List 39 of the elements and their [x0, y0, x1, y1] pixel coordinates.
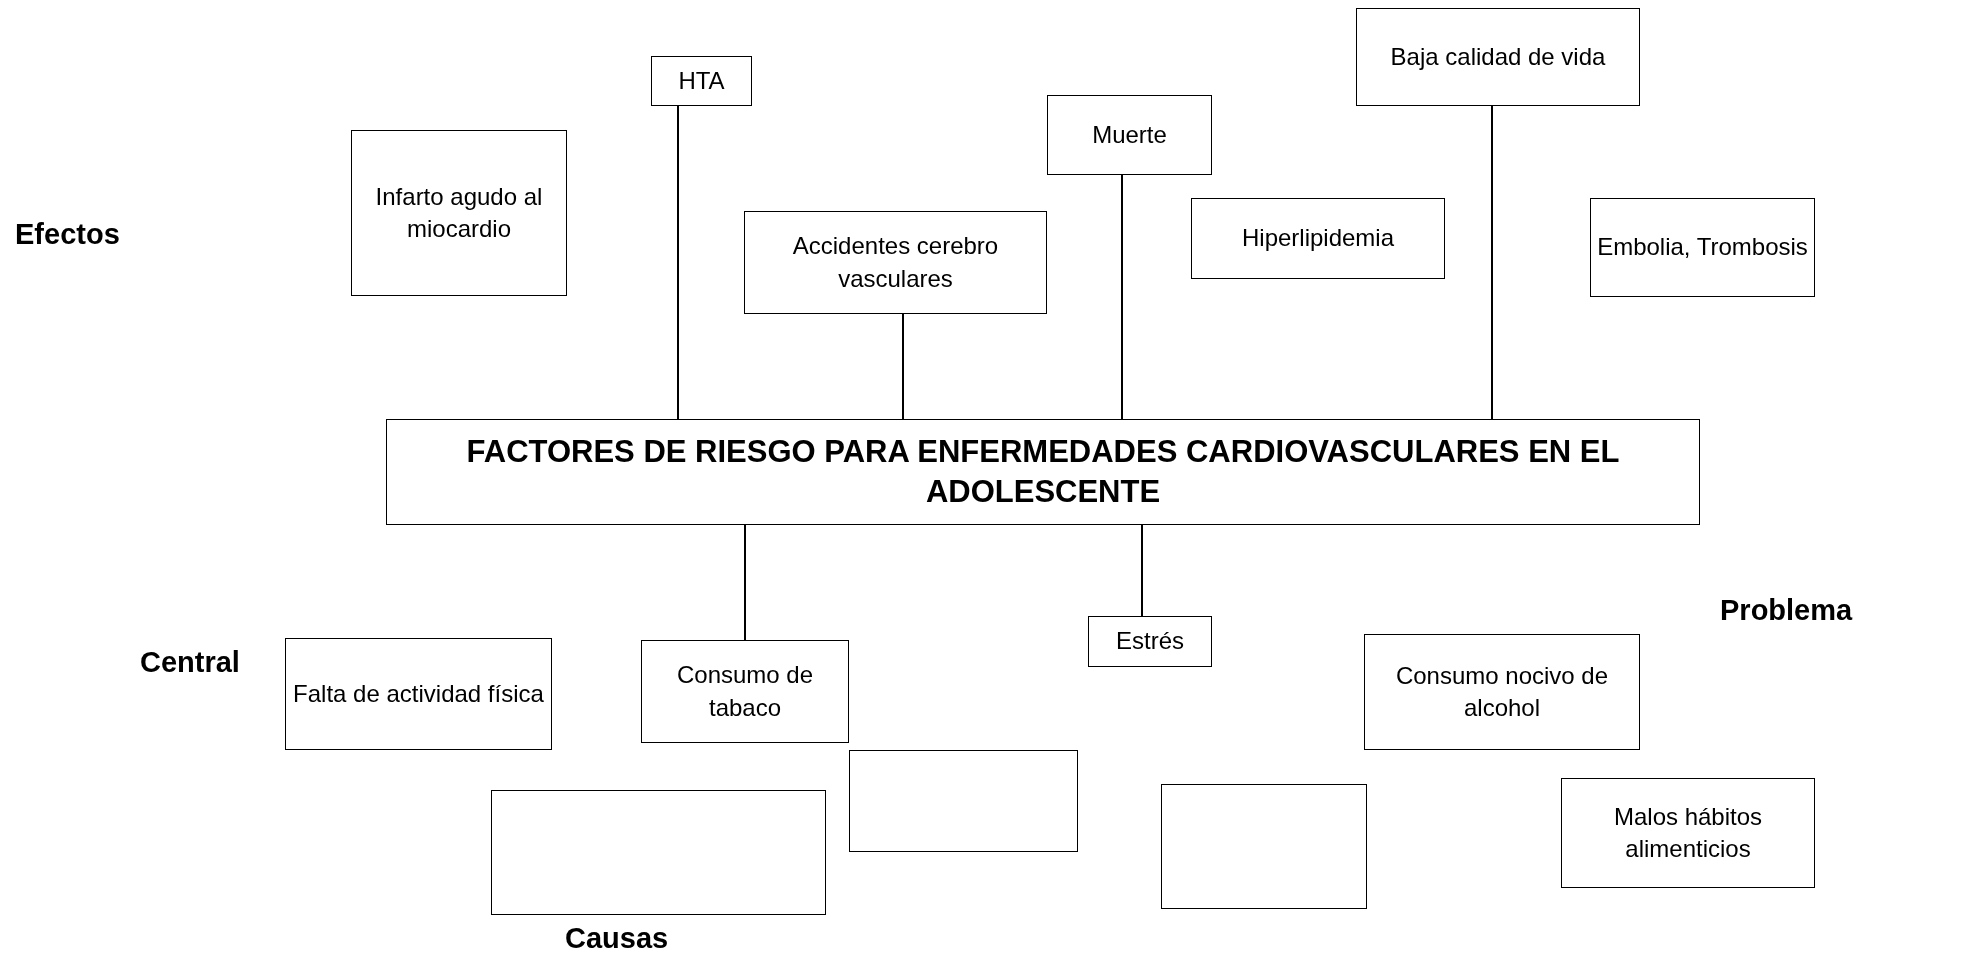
box-label: Falta de actividad física [293, 678, 544, 709]
connector-line [902, 313, 904, 420]
effect-box [1047, 95, 1212, 175]
box-label: Estrés [1116, 626, 1184, 657]
problem-title: FACTORES DE RIESGO PARA ENFERMEDADES CARDIOVASCULARES EN EL ADOLESCENTE [465, 432, 1621, 511]
box-label: Muerte [1092, 119, 1167, 150]
effect-box [1356, 8, 1640, 106]
box-label: Baja calidad de vida [1390, 41, 1606, 72]
connector-line [1491, 105, 1493, 420]
section-label: Efectos [15, 218, 120, 251]
effect-box [651, 56, 752, 106]
cause-box [1088, 616, 1212, 667]
section-label: Problema [1720, 594, 1853, 627]
box-label: Consumo de tabaco [675, 660, 815, 723]
cause-box [285, 638, 552, 750]
connector-line [677, 105, 679, 420]
cause-box [1561, 778, 1815, 888]
box-label: Consumo nocivo de alcohol [1394, 660, 1610, 723]
effect-box [351, 130, 567, 296]
effect-box [1191, 198, 1445, 279]
effect-box [744, 211, 1047, 314]
connector-line [1121, 174, 1123, 420]
box-label: HTA [678, 65, 725, 96]
problem-box [386, 419, 1700, 525]
section-label: Causas [565, 922, 669, 955]
connector-line [1141, 524, 1143, 617]
box-label: Hiperlipidemia [1241, 223, 1395, 254]
box-label: Accidentes cerebro vasculares [791, 231, 1000, 294]
effect-box [1590, 198, 1815, 297]
box-label: Infarto agudo al miocardio [374, 181, 544, 244]
cause-box [1364, 634, 1640, 750]
connector-line [744, 524, 746, 641]
section-label: Central [140, 646, 240, 679]
empty-box [491, 790, 826, 915]
box-label: Malos hábitos alimenticios [1612, 801, 1764, 864]
empty-box [849, 750, 1078, 852]
empty-box [1161, 784, 1367, 909]
box-label: Embolia, Trombosis [1597, 232, 1808, 263]
cause-box [641, 640, 849, 743]
